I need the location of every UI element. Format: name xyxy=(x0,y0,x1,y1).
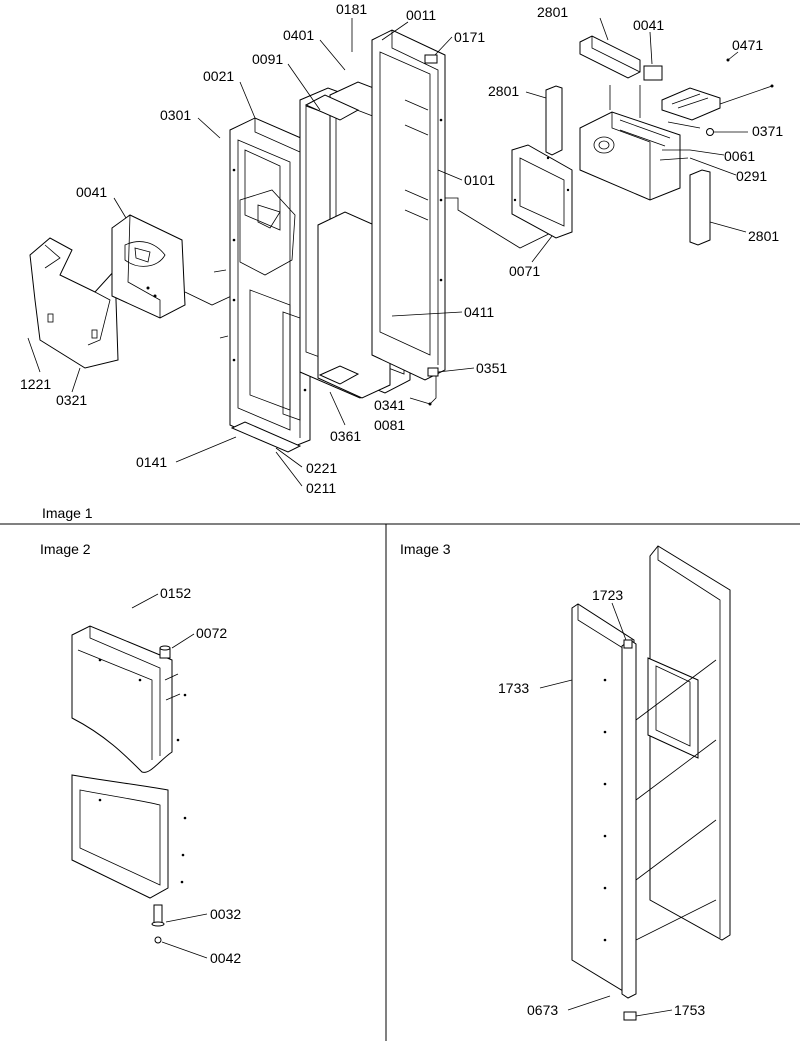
cabinet-side-part xyxy=(635,545,731,941)
callout-0021: 0021 xyxy=(203,68,234,84)
callout-0171: 0171 xyxy=(454,29,485,45)
callout-0032: 0032 xyxy=(210,906,241,922)
dispenser-module-part xyxy=(579,65,681,201)
liner-flap-part xyxy=(29,237,119,369)
bottom-hinge-part xyxy=(427,367,439,406)
callout-0041-left: 0041 xyxy=(76,184,107,200)
insulation-block-top-part xyxy=(579,35,641,79)
outer-door-part xyxy=(371,29,446,381)
insulation-block-left-part xyxy=(545,85,563,156)
door-lower-section-part xyxy=(71,774,187,899)
callout-0301: 0301 xyxy=(160,107,191,123)
bottom-hinge-cap-part xyxy=(623,1011,637,1021)
callout-0673: 0673 xyxy=(527,1002,558,1018)
callout-0152: 0152 xyxy=(160,585,191,601)
door-panel-part xyxy=(571,603,637,999)
callout-1733: 1733 xyxy=(498,680,529,696)
callout-0181: 0181 xyxy=(336,1,367,17)
panel-dividers xyxy=(0,523,800,1041)
callout-0411: 0411 xyxy=(464,304,494,320)
image1-title: Image 1 xyxy=(42,505,93,521)
image3-leaders xyxy=(539,602,673,1017)
hinge-pin-top-part xyxy=(159,645,171,659)
callout-0351: 0351 xyxy=(476,360,507,376)
callout-2801-left: 2801 xyxy=(488,83,519,99)
image2-leaders xyxy=(131,593,208,959)
callout-0091: 0091 xyxy=(252,51,283,67)
callout-0321: 0321 xyxy=(56,392,87,408)
callout-0401: 0401 xyxy=(283,27,314,43)
image3-title: Image 3 xyxy=(400,541,451,557)
callout-0371: 0371 xyxy=(752,123,783,139)
image2-title: Image 2 xyxy=(40,541,91,557)
hinge-pin-bottom-part xyxy=(151,904,165,944)
callout-1723: 1723 xyxy=(592,587,623,603)
callout-0361: 0361 xyxy=(330,428,361,444)
callout-1221: 1221 xyxy=(20,376,51,392)
callout-0101: 0101 xyxy=(464,172,495,188)
callout-0041-right: 0041 xyxy=(633,17,664,33)
image2-callouts: 0152 0072 0032 0042 xyxy=(160,585,241,966)
callout-0211: 0211 xyxy=(306,480,336,496)
image3-callouts: 1723 1733 0673 1753 xyxy=(498,587,705,1018)
bracket-part xyxy=(661,58,774,121)
image1-leaders xyxy=(27,17,748,487)
callout-0291: 0291 xyxy=(736,168,767,184)
top-hinge-cap-part xyxy=(623,639,633,649)
image2-panel: Image 2 xyxy=(40,541,241,966)
screw-part xyxy=(659,121,714,161)
callout-0341: 0341 xyxy=(374,397,405,413)
callout-2801-right: 2801 xyxy=(748,228,779,244)
callout-0471: 0471 xyxy=(732,37,763,53)
image1-callouts: 0181 0011 0401 0171 0091 0021 0301 2801 … xyxy=(20,1,783,496)
callout-0042: 0042 xyxy=(210,950,241,966)
door-upper-section-part xyxy=(71,625,187,773)
dispenser-housing-part xyxy=(111,214,186,319)
image3-panel: Image 3 xyxy=(400,541,731,1021)
inner-door-liner-part xyxy=(213,117,311,451)
callout-0061: 0061 xyxy=(724,148,755,164)
callout-0011: 0011 xyxy=(406,7,436,23)
insulation-block-right-part xyxy=(689,169,711,246)
callout-1753: 1753 xyxy=(674,1002,705,1018)
callout-0072: 0072 xyxy=(196,625,227,641)
callout-0221: 0221 xyxy=(306,460,337,476)
mounting-frame-part xyxy=(511,144,573,239)
bottom-trim-part xyxy=(230,421,302,453)
callout-0141: 0141 xyxy=(136,454,167,470)
callout-0071: 0071 xyxy=(509,263,540,279)
callout-0081: 0081 xyxy=(374,417,405,433)
callout-2801-top: 2801 xyxy=(537,4,568,20)
image1-panel: Image 1 xyxy=(20,1,783,521)
